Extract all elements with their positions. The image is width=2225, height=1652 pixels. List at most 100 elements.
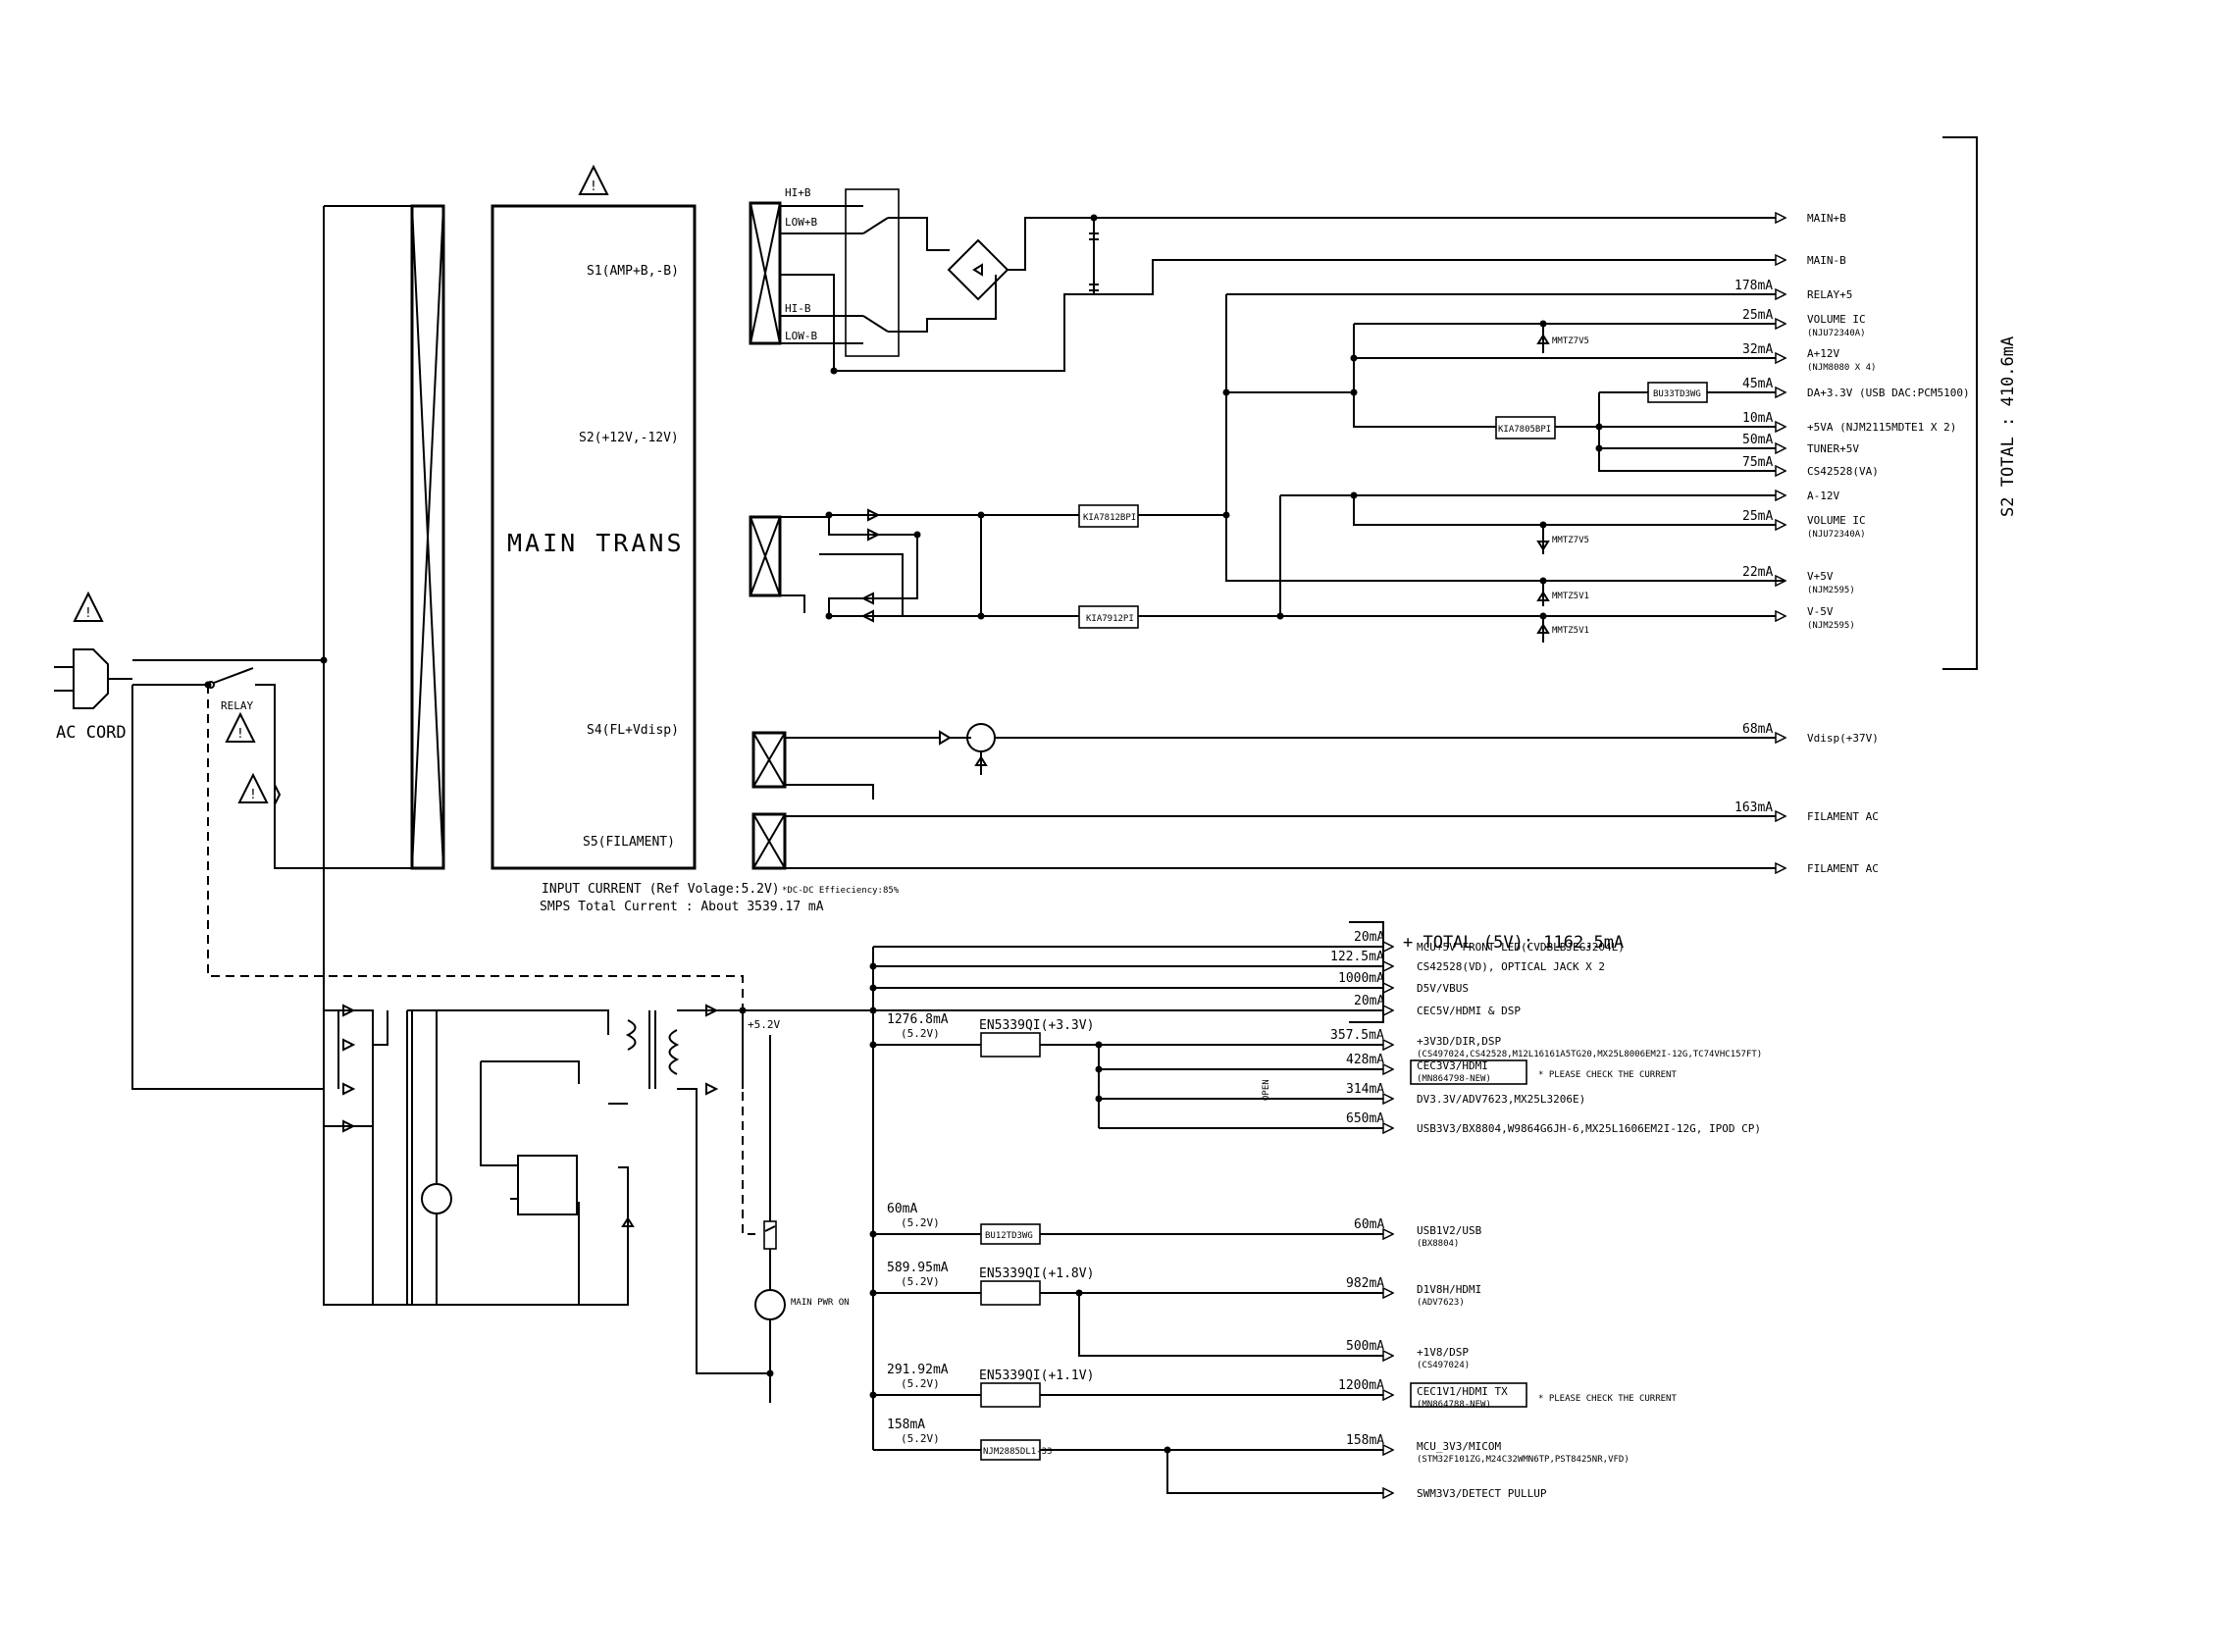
secondary-coil-s1 [749, 201, 782, 345]
svg-text:!: ! [249, 788, 257, 802]
output-current: 158mA [1346, 1433, 1384, 1448]
svg-text:!: ! [590, 180, 597, 194]
output-current: 314mA [1346, 1082, 1384, 1097]
secondary-coil-s2 [749, 515, 782, 597]
s2-label: S2(+12V,-12V) [579, 431, 679, 445]
main-trans-box [491, 204, 697, 870]
output-label: A-12V [1807, 490, 1839, 502]
open-label: OPEN [1262, 1079, 1271, 1101]
s2-total-label: S2 TOTAL : 410.6mA [1998, 336, 2018, 517]
output-sublabel: (NJM8080 X 4) [1807, 363, 1876, 373]
output-current: 1000mA [1338, 971, 1384, 986]
warning-icon: ! [225, 711, 256, 743]
output-current: 122.5mA [1330, 950, 1384, 964]
voltage-selector-switch [780, 188, 900, 371]
output-label: A+12V [1807, 347, 1839, 360]
output-label: V+5V [1807, 570, 1834, 583]
transistor-icon [754, 1289, 786, 1403]
hi-b-top-label: HI+B [785, 186, 811, 199]
output-sublabel: (NJM2595) [1807, 586, 1855, 595]
zener-5v1-a-label: MMTZ5V1 [1552, 592, 1589, 601]
output-label: D5V/VBUS [1417, 982, 1469, 995]
output-current: 50mA [1742, 433, 1773, 447]
low-b-top-label: LOW+B [785, 216, 817, 229]
kia7805-label: KIA7805BPI [1498, 425, 1551, 435]
output-sublabel: (MN864788-NEW) [1417, 1400, 1491, 1410]
output-sublabel: (NJM2595) [1807, 621, 1855, 631]
low-b-bot-label: LOW-B [785, 330, 817, 342]
warning-icon: ! [73, 591, 104, 622]
output-label: MAIN+B [1807, 212, 1846, 225]
efficiency-label: *DC-DC Effieciency:85% [782, 886, 900, 896]
relay-switch [207, 667, 412, 869]
output-label: USB3V3/BX8804,W9864G6JH-6,MX25L1606EM2I-… [1417, 1122, 1761, 1135]
bu12-label: BU12TD3WG [985, 1231, 1033, 1241]
output-current: 428mA [1346, 1053, 1384, 1067]
secondary-coil-s5 [751, 812, 787, 870]
output-label: +1V8/DSP [1417, 1346, 1469, 1359]
converter-label: EN5339QI(+1.1V) [979, 1368, 1094, 1383]
smps-primary [323, 1004, 635, 1306]
bu33-label: BU33TD3WG [1653, 389, 1701, 399]
output-sublabel: (BX8804) [1417, 1239, 1459, 1249]
output-sublabel: (ADV7623) [1417, 1298, 1465, 1308]
zener-diode-icon [1536, 581, 1550, 606]
output-label: DV3.3V/ADV7623,MX25L3206E) [1417, 1093, 1585, 1106]
output-current: 982mA [1346, 1276, 1384, 1291]
output-label: USB1V2/USB [1417, 1224, 1482, 1237]
output-current: 1200mA [1338, 1378, 1384, 1393]
transformer-primary [323, 204, 445, 1050]
output-label: CEC1V1/HDMI TX [1417, 1385, 1508, 1398]
converter-input-current: 291.92mA [887, 1363, 949, 1377]
output-current: 25mA [1742, 308, 1773, 323]
converter-label: EN5339QI(+3.3V) [979, 1018, 1094, 1033]
plus-5v2-label: +5.2V [748, 1018, 780, 1031]
s1-label: S1(AMP+B,-B) [587, 264, 679, 279]
converter-input-current: 589.95mA [887, 1261, 949, 1275]
output-label: CS42528(VD), OPTICAL JACK X 2 [1417, 960, 1605, 973]
output-sublabel: (CS497024) [1417, 1361, 1470, 1370]
s5-label: S5(FILAMENT) [583, 835, 675, 850]
zener-5v1-b-label: MMTZ5V1 [1552, 626, 1589, 636]
converter-label: EN5339QI(+1.8V) [979, 1266, 1094, 1281]
output-current: 20mA [1354, 994, 1384, 1008]
output-current: 45mA [1742, 377, 1773, 391]
svg-text:!: ! [84, 606, 92, 621]
output-current: 650mA [1346, 1111, 1384, 1126]
check-note-1: * PLEASE CHECK THE CURRENT [1538, 1070, 1677, 1080]
converter-input-voltage: (5.2V) [901, 1432, 940, 1445]
output-label: RELAY+5 [1807, 288, 1852, 301]
relay-label: RELAY [221, 699, 253, 712]
output-label: D1V8H/HDMI [1417, 1283, 1481, 1296]
warning-icon: ! [237, 772, 269, 803]
zener-diode-icon [1536, 525, 1550, 554]
main-trans-label: MAIN TRANS [507, 529, 685, 557]
output-label: MCU_3V3/MICOM [1417, 1440, 1501, 1453]
zener-diode-icon [1536, 324, 1550, 353]
main-pwr-on-label: MAIN PWR ON [791, 1298, 850, 1308]
s2-rectifier [780, 508, 982, 623]
hi-b-bot-label: HI-B [785, 302, 811, 315]
output-current: 75mA [1742, 455, 1773, 470]
warning-icon: ! [578, 164, 609, 195]
converter-input-current: 60mA [887, 1202, 917, 1216]
output-current: 163mA [1734, 800, 1773, 815]
check-note-2: * PLEASE CHECK THE CURRENT [1538, 1394, 1677, 1404]
smps-total-label: SMPS Total Current : About 3539.17 mA [540, 900, 824, 914]
output-label: FILAMENT AC [1807, 810, 1879, 823]
output-label: MCU+5V FRONT LED(CVDBLBJEGJ204L) [1417, 941, 1625, 954]
output-label: CEC3V3/HDMI [1417, 1059, 1488, 1072]
output-current: 22mA [1742, 565, 1773, 580]
output-label: CEC5V/HDMI & DSP [1417, 1005, 1521, 1017]
output-label: VOLUME IC [1807, 514, 1866, 527]
input-current-label: INPUT CURRENT (Ref Volage:5.2V) [542, 882, 780, 897]
output-current: 32mA [1742, 342, 1773, 357]
output-label: V-5V [1807, 605, 1834, 618]
converter-input-voltage: (5.2V) [901, 1027, 940, 1040]
output-label: DA+3.3V (USB DAC:PCM5100) [1807, 387, 1970, 399]
secondary-coil-s4 [751, 731, 787, 789]
output-sublabel: (NJU72340A) [1807, 329, 1866, 338]
output-current: 25mA [1742, 509, 1773, 524]
ac-plug-icon [54, 648, 132, 709]
